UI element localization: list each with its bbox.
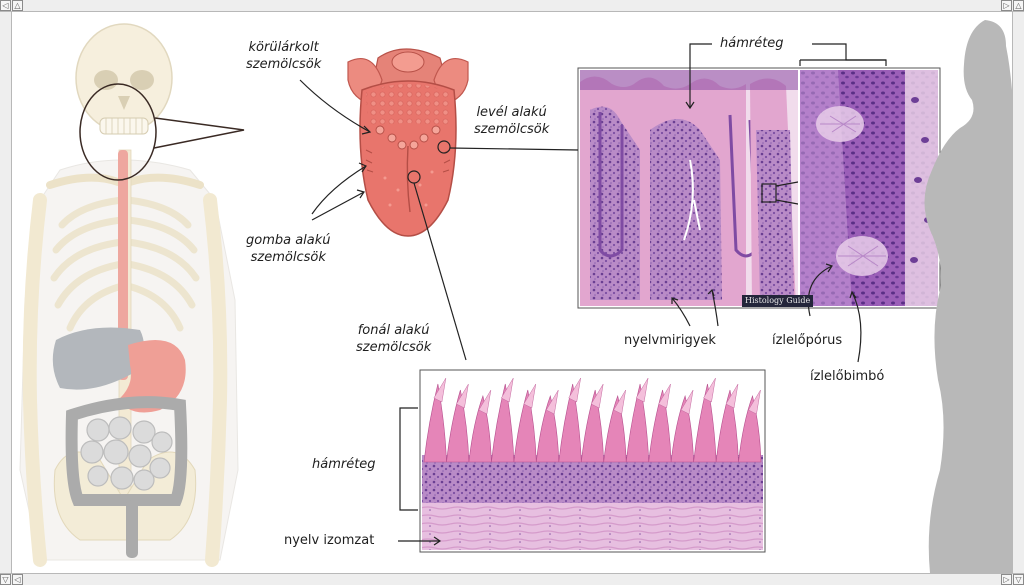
scroll-left-arrow-icon[interactable]: ◁ [0, 0, 11, 11]
label-lingual-glands: nyelvmirigyek [624, 333, 716, 348]
tongue-illustration [347, 48, 469, 237]
top-scroll-frame [0, 0, 1024, 12]
body-illustration [19, 23, 239, 567]
label-tongue-muscle: nyelv izomzat [284, 533, 375, 548]
leader-lines [299, 43, 887, 546]
right-scroll-frame [1012, 12, 1024, 573]
bottom-scroll-frame [0, 573, 1024, 585]
label-taste-pore: ízlelőpórus [772, 333, 843, 348]
scroll-up-arrow-icon[interactable]: △ [12, 0, 23, 11]
scroll-right-arrow-icon[interactable]: ▷ [1001, 0, 1012, 11]
left-scroll-frame [0, 12, 12, 573]
human-silhouette [924, 20, 1012, 573]
mouth-callout [79, 83, 245, 181]
label-epithelium-top: hámréteg [720, 36, 784, 51]
histology-guide-watermark: Histology Guide [742, 295, 814, 307]
foliate-histology-image [577, 67, 941, 309]
label-epithelium-bottom: hámréteg [312, 457, 376, 472]
filiform-histology-image [419, 369, 766, 553]
label-taste-bud: ízlelőbimbó [810, 369, 885, 384]
